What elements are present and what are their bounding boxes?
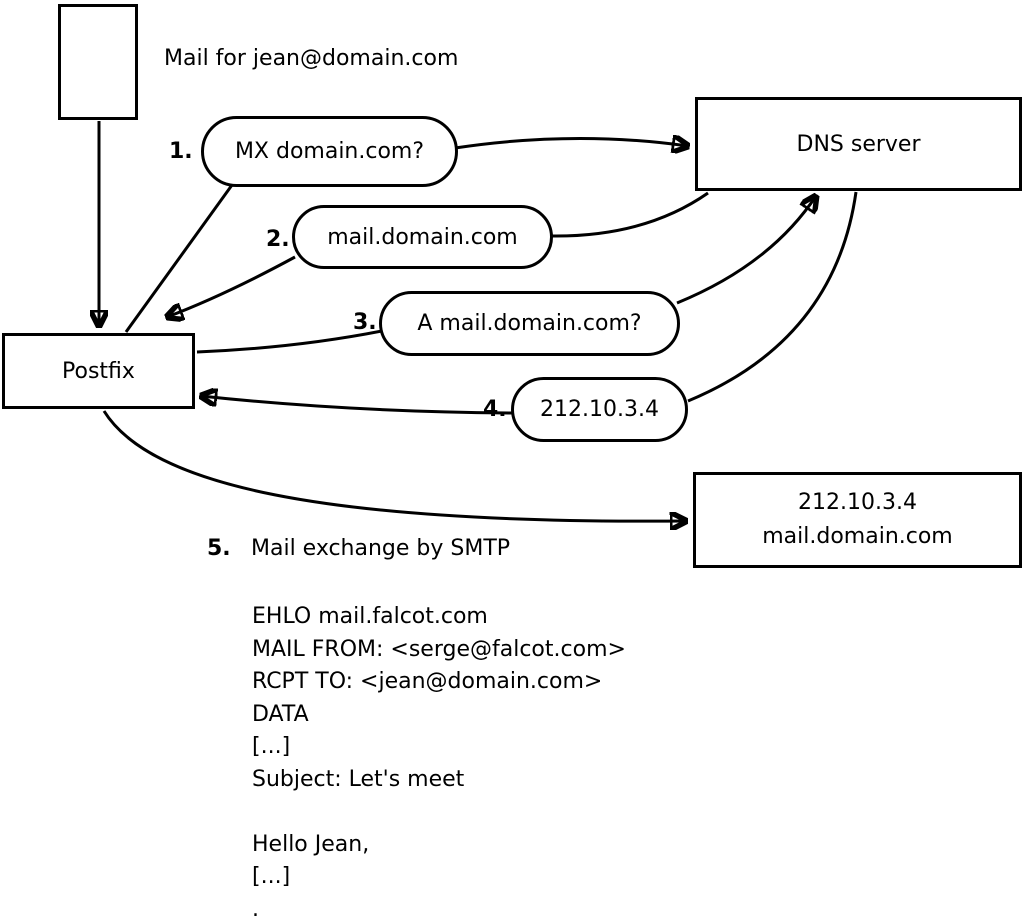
smtp-line-ellipsis-2: [...]: [252, 864, 291, 889]
line-dns-to-answer-a: [687, 191, 858, 403]
step-number-1: 1.: [169, 139, 193, 164]
mail-server-ip: 212.10.3.4: [798, 489, 917, 515]
smtp-session-transcript: EHLO mail.falcot.com MAIL FROM: <serge@f…: [252, 601, 626, 919]
smtp-line-greeting: Hello Jean,: [252, 831, 370, 857]
arrow-answer-a-to-postfix: [201, 396, 514, 415]
step-number-4: 4.: [483, 397, 507, 422]
answer-mx-label: mail.domain.com: [327, 224, 518, 250]
arrow-postfix-to-mailserver: [102, 410, 686, 521]
postfix-node: Postfix: [2, 333, 195, 409]
mail-caption: Mail for jean@domain.com: [164, 46, 459, 71]
mail-server-node: 212.10.3.4 mail.domain.com: [693, 472, 1022, 568]
arrow-answer-mx-to-postfix: [167, 255, 296, 317]
mail-server-hostname: mail.domain.com: [762, 524, 953, 549]
smtp-line-ellipsis-1: [...]: [252, 734, 291, 759]
query-a-label: A mail.domain.com?: [417, 311, 642, 336]
line-dns-to-answer-mx: [551, 191, 709, 238]
arrow-query-mx-to-dns: [454, 138, 688, 148]
arrow-query-a-to-dns: [676, 196, 816, 305]
answer-mx-pill: mail.domain.com: [292, 205, 553, 269]
step-number-3: 3.: [353, 310, 377, 335]
mail-envelope-node: [58, 4, 138, 120]
dns-server-label: DNS server: [796, 131, 921, 157]
dns-server-node: DNS server: [695, 97, 1022, 191]
smtp-line-rcpt-to: RCPT TO: <jean@domain.com>: [252, 669, 603, 694]
smtp-exchange-caption: Mail exchange by SMTP: [251, 536, 511, 561]
smtp-line-data: DATA: [252, 701, 309, 727]
query-mx-pill: MX domain.com?: [201, 116, 458, 187]
smtp-line-blank: [252, 796, 626, 829]
query-a-pill: A mail.domain.com?: [379, 291, 680, 356]
smtp-line-subject: Subject: Let's meet: [252, 766, 465, 792]
answer-a-pill: 212.10.3.4: [511, 377, 688, 442]
step-number-5: 5.: [207, 536, 231, 561]
query-mx-label: MX domain.com?: [234, 139, 425, 164]
postfix-label: Postfix: [62, 358, 135, 384]
answer-a-label: 212.10.3.4: [540, 397, 659, 422]
line-postfix-to-query-mx: [124, 184, 234, 333]
smtp-line-mail-from: MAIL FROM: <serge@falcot.com>: [252, 636, 626, 662]
line-postfix-to-query-a: [196, 329, 383, 354]
smtp-line-ehlo: EHLO mail.falcot.com: [252, 604, 488, 629]
smtp-line-terminator: .: [252, 896, 259, 919]
step-number-2: 2.: [266, 227, 290, 252]
